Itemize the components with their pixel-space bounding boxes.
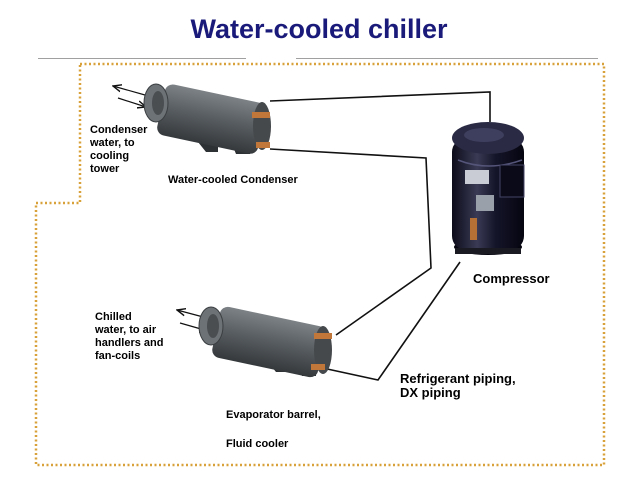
evaporator-barrel [198, 306, 332, 378]
condenser-barrel [143, 83, 271, 154]
pipe-condenser-to-compressor [269, 91, 491, 122]
fluid-cooler-label: Fluid cooler [226, 438, 289, 450]
evaporator-label: Evaporator barrel, [226, 409, 321, 421]
compressor [452, 122, 525, 255]
condenser-water-arrows [113, 86, 146, 107]
refrigerant-pipes [269, 91, 491, 381]
refrigerant-piping-label: Refrigerant piping, DX piping [400, 371, 516, 400]
compressor-label: Compressor [473, 271, 550, 286]
pipe-condenser-to-evaporator [269, 148, 432, 336]
condenser-water-label: Condenser water, to cooling tower [90, 124, 148, 175]
page-title: Water-cooled chiller [190, 14, 448, 44]
dotted-border [34, 62, 606, 467]
pipe-evaporator-to-compressor [317, 261, 461, 381]
title-rule-right [296, 58, 598, 59]
condenser-label: Water-cooled Condenser [168, 174, 298, 186]
title-rule-left [38, 58, 246, 59]
chilled-water-label: Chilled water, to air handlers and fan-c… [95, 311, 164, 362]
